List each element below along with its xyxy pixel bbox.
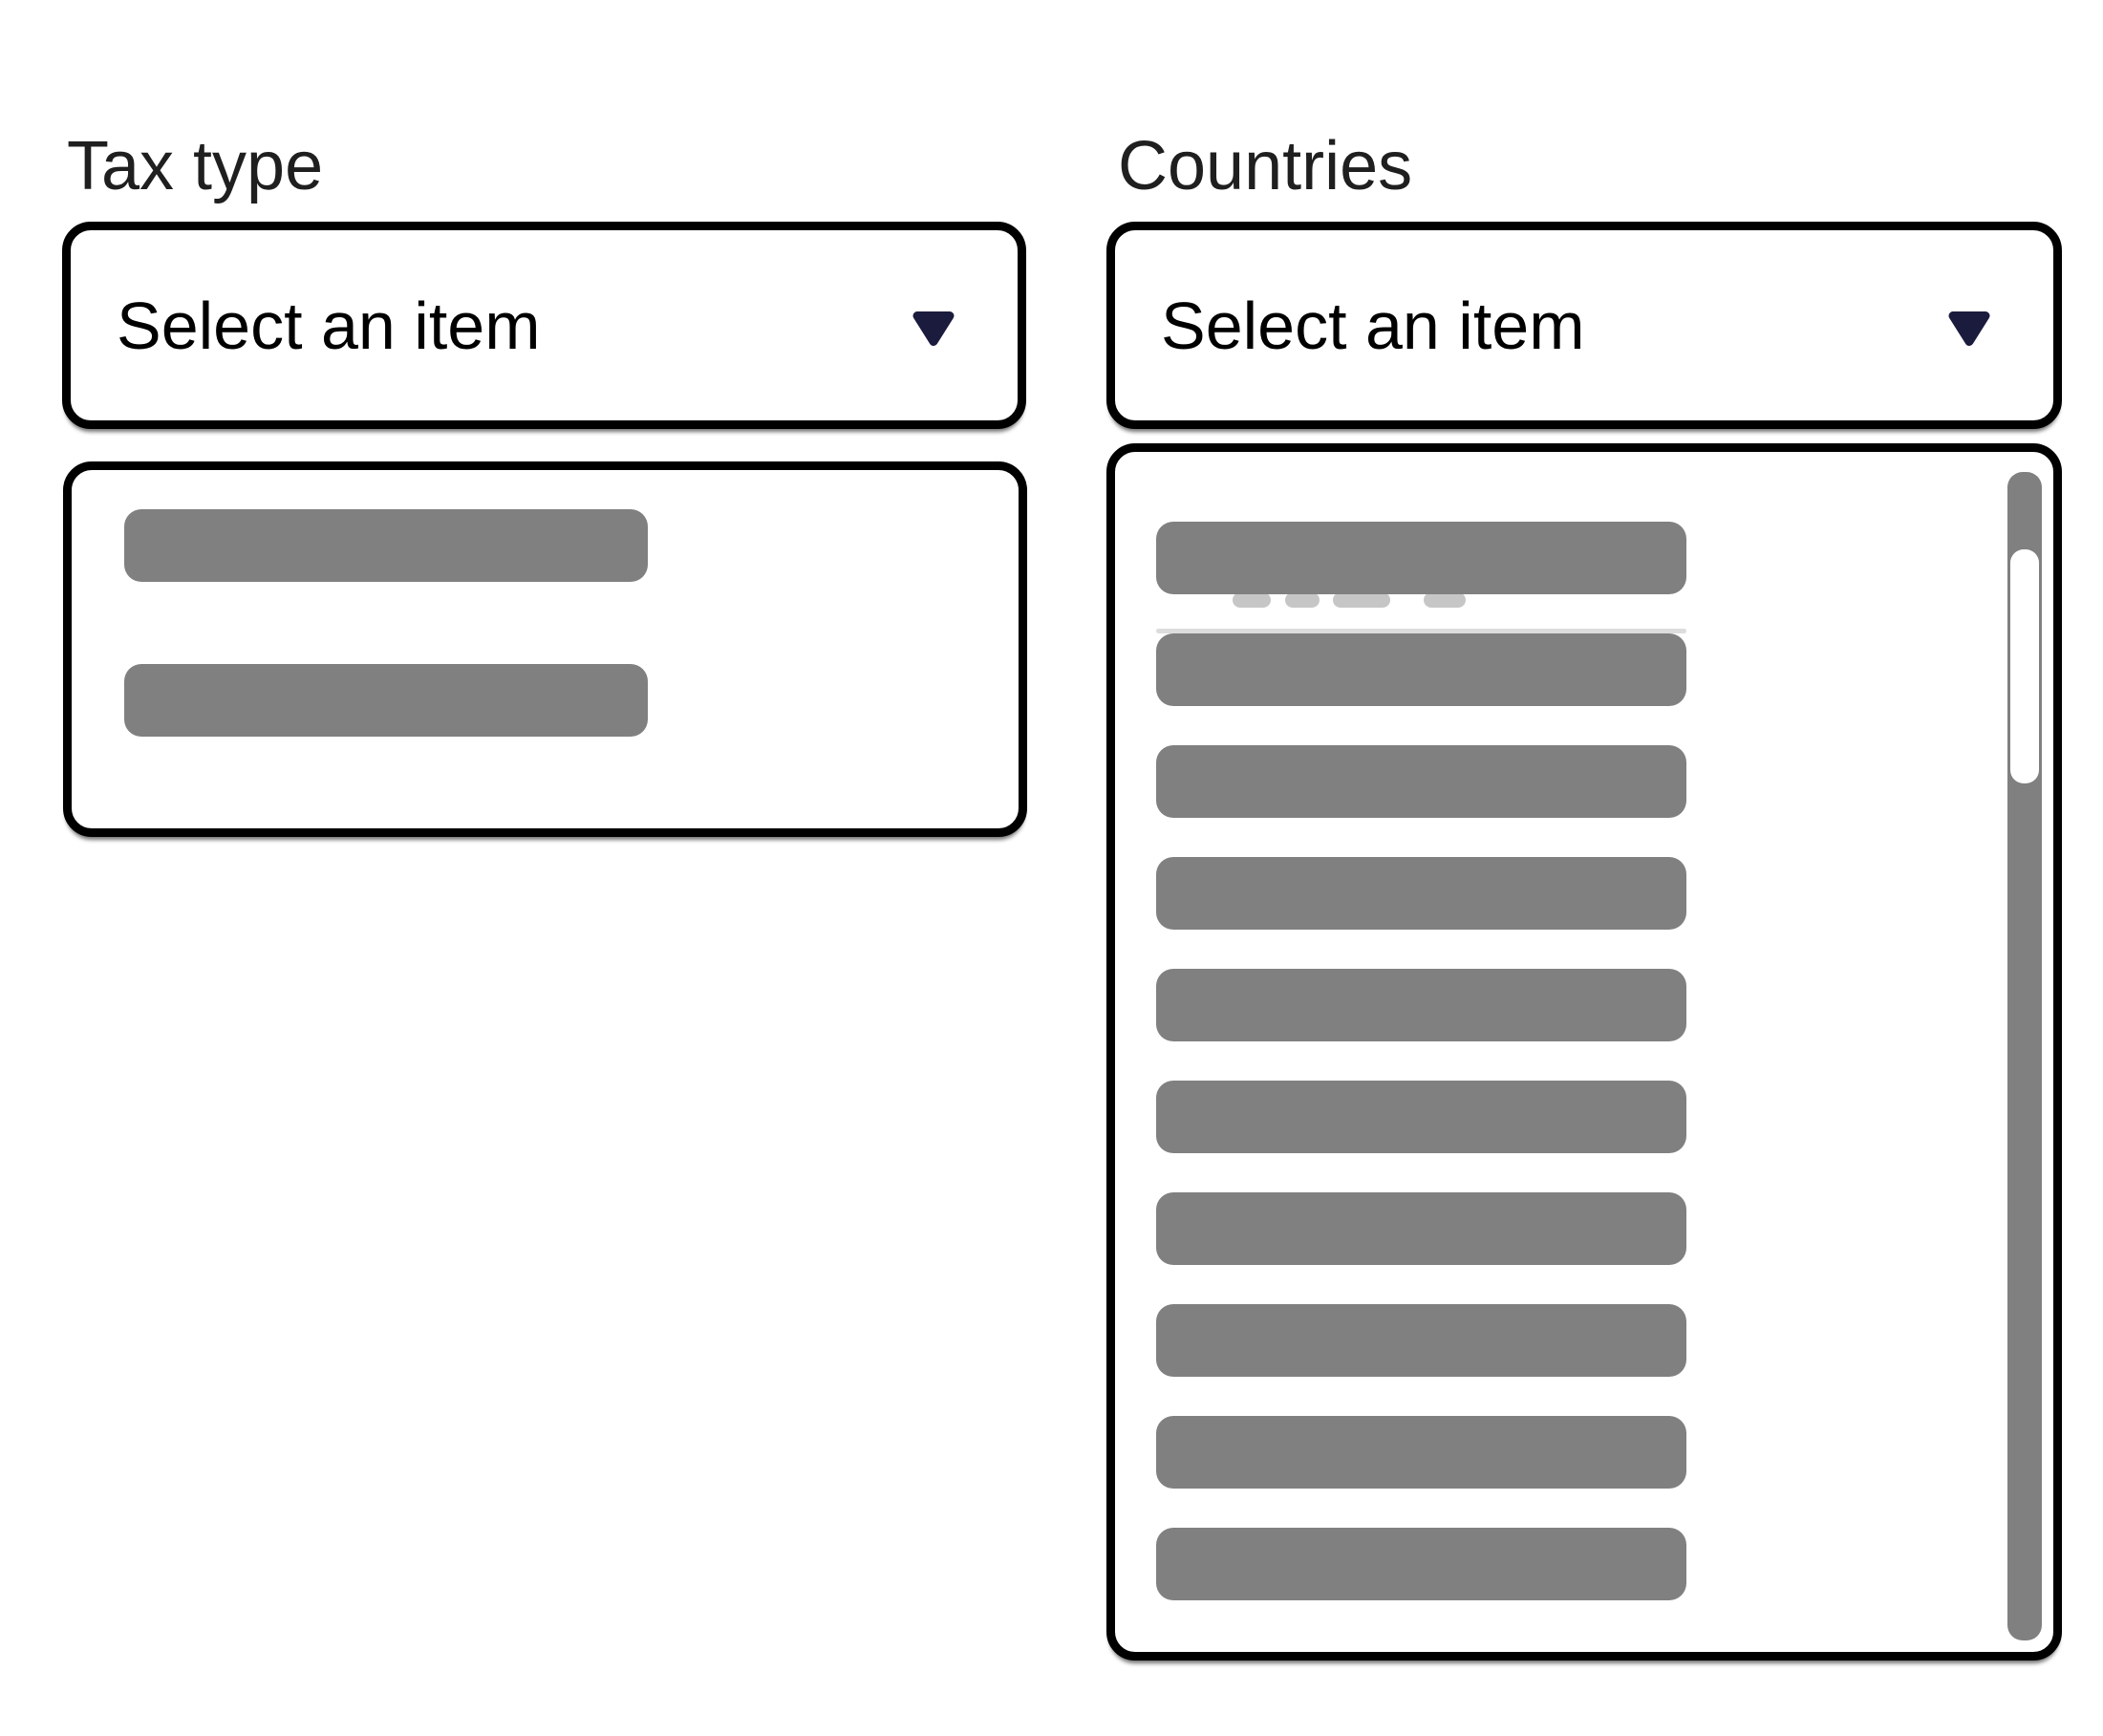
- skeleton-bar: [1156, 969, 1686, 1041]
- tax-type-label: Tax type: [67, 128, 324, 204]
- countries-select[interactable]: Select an item: [1106, 222, 2062, 429]
- skeleton-bar: [1156, 1081, 1686, 1153]
- countries-select-value: Select an item: [1161, 288, 1585, 363]
- shimmer-artifact: [1424, 592, 1466, 608]
- shimmer-artifact: [1333, 592, 1390, 608]
- shimmer-artifact: [1156, 629, 1686, 633]
- countries-listbox[interactable]: [1106, 443, 2062, 1661]
- skeleton-bar: [1156, 745, 1686, 818]
- skeleton-bar: [1156, 1304, 1686, 1377]
- caret-down-icon: [1946, 308, 1992, 348]
- shimmer-artifact: [1233, 592, 1271, 608]
- scrollbar-thumb[interactable]: [2010, 549, 2039, 783]
- skeleton-bar: [1156, 857, 1686, 930]
- tax-type-select-value: Select an item: [117, 288, 541, 363]
- tax-type-select[interactable]: Select an item: [62, 222, 1026, 429]
- skeleton-bar: [1156, 633, 1686, 706]
- countries-label: Countries: [1118, 128, 1413, 204]
- scrollbar-track[interactable]: [2007, 472, 2042, 1640]
- shimmer-artifact: [1285, 592, 1320, 608]
- tax-type-listbox[interactable]: [63, 461, 1027, 837]
- skeleton-bar: [1156, 1192, 1686, 1265]
- skeleton-bar: [1156, 522, 1686, 594]
- skeleton-bar: [124, 509, 648, 582]
- caret-down-icon: [911, 308, 956, 348]
- skeleton-bar: [1156, 1416, 1686, 1489]
- skeleton-bar: [1156, 1528, 1686, 1600]
- skeleton-bar: [124, 664, 648, 737]
